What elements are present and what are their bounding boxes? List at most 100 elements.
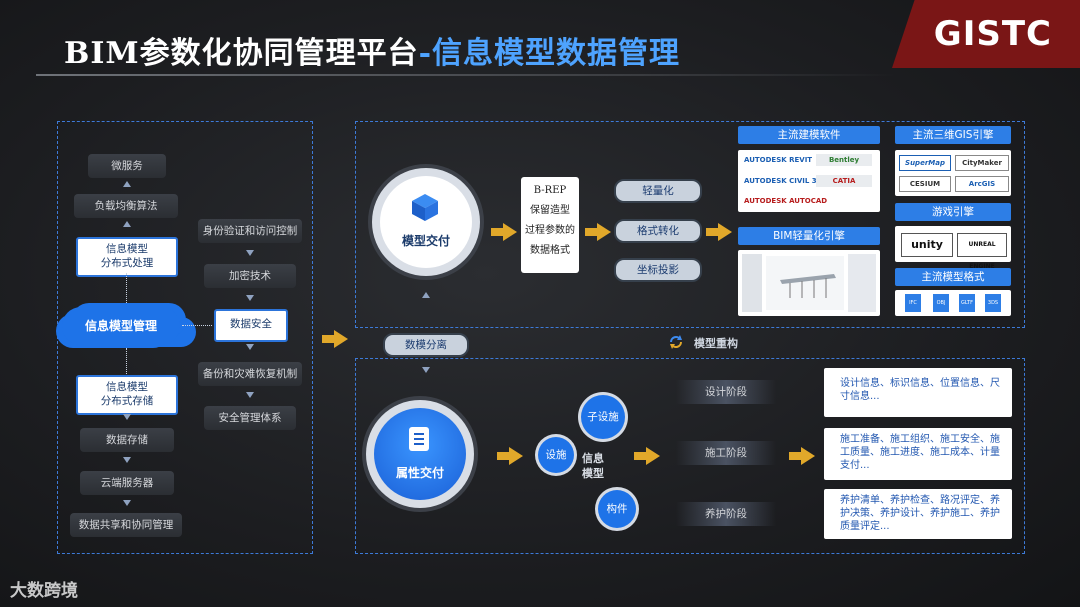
model-formats-card: IFC OBJ GLTF 3DS [895, 290, 1011, 316]
game-engine-header: 游戏引擎 [895, 203, 1011, 221]
bridge-model-icon [780, 274, 836, 298]
arrow-down-icon [422, 367, 430, 373]
cube-icon [412, 194, 438, 221]
connector-line [126, 273, 127, 305]
flow-arrow-icon [334, 330, 348, 348]
model-rebuild-label: 模型重构 [694, 337, 738, 350]
flow-arrow-icon [718, 223, 732, 241]
arrow-up-icon [123, 181, 131, 187]
modeling-software-card: AUTODESK REVIT Bentley AUTODESK CIVIL 3D… [738, 150, 880, 212]
encrypt-pill: 加密技术 [204, 264, 296, 288]
arrow-down-icon [123, 500, 131, 506]
file-icon: GLTF [959, 294, 975, 312]
software-logo: Bentley [816, 154, 872, 166]
attribute-delivery-circle: 属性交付 [366, 400, 474, 508]
bim-engine-header: BIM轻量化引擎 [738, 227, 880, 245]
op-format-convert: 格式转化 [614, 219, 702, 243]
brep-line: 过程参数的 [525, 225, 575, 236]
arrow-up-icon [123, 221, 131, 227]
stage-maintenance: 养护阶段 [676, 502, 776, 526]
title-main: BIM参数化协同管理平台 [64, 36, 419, 71]
brep-line: 数据格式 [530, 245, 570, 256]
modeling-software-header: 主流建模软件 [738, 126, 880, 144]
game-engine-card: unity UNREAL ENGINE [895, 226, 1011, 270]
facility-node: 设施 [538, 437, 574, 473]
document-list-icon [409, 427, 429, 451]
flow-arrow-icon [509, 447, 523, 465]
model-delivery-circle: 模型交付 [372, 168, 480, 276]
component-node: 构件 [598, 490, 636, 528]
gis-logo: CESIUM [899, 176, 951, 192]
flow-arrow-icon [503, 223, 517, 241]
gis-logo: ArcGIS [955, 176, 1009, 192]
data-store-pill: 数据存储 [80, 428, 174, 452]
arrow-down-icon [123, 457, 131, 463]
arrow-down-icon [246, 392, 254, 398]
arrow-down-icon [246, 344, 254, 350]
sub-facility-node: 子设施 [581, 395, 625, 439]
arrow-up-icon [422, 292, 430, 298]
brep-line: 保留造型 [530, 205, 570, 216]
op-coord-projection: 坐标投影 [614, 258, 702, 282]
connector-line [126, 348, 127, 374]
construction-stage-desc: 施工准备、施工组织、施工安全、施工质量、施工进度、施工成本、计量支付... [824, 428, 1012, 480]
connector-line [182, 325, 212, 326]
page-title: BIM参数化协同管理平台-信息模型数据管理 [64, 28, 680, 72]
dist-store-box: 信息模型 分布式存储 [76, 375, 178, 415]
security-system-pill: 安全管理体系 [204, 406, 296, 430]
software-logo: AUTODESK AUTOCAD [744, 197, 828, 205]
file-icon: IFC [905, 294, 921, 312]
arrow-down-icon [246, 295, 254, 301]
bim-engine-screenshot [738, 250, 880, 316]
data-security-box: 数据安全 [214, 309, 288, 342]
flow-arrow-bar [706, 228, 720, 236]
microservice-pill: 微服务 [88, 154, 166, 178]
flow-arrow-bar [491, 228, 505, 236]
logo: GISTC [933, 14, 1052, 54]
file-icon: OBJ [933, 294, 949, 312]
gis-logo: CityMaker [955, 155, 1009, 171]
title-divider [36, 74, 896, 76]
file-icon: 3DS [985, 294, 1001, 312]
watermark: 大数跨境 [10, 581, 78, 601]
flow-arrow-bar [585, 228, 599, 236]
arrow-down-icon [246, 250, 254, 256]
unity-logo: unity [901, 233, 953, 257]
data-share-pill: 数据共享和协同管理 [70, 513, 182, 537]
attribute-delivery-label: 属性交付 [395, 466, 444, 480]
gis-engine-card: SuperMap CityMaker CESIUM ArcGIS [895, 150, 1011, 196]
flow-arrow-bar [789, 452, 803, 460]
info-model-mgmt-cloud: 信息模型管理 [62, 307, 180, 345]
gis-logo: SuperMap [899, 155, 951, 171]
auth-pill: 身份验证和访问控制 [198, 219, 302, 243]
backup-pill: 备份和灾难恢复机制 [198, 362, 302, 386]
attribute-delivery-panel [355, 358, 1025, 554]
load-balance-pill: 负载均衡算法 [74, 194, 178, 218]
software-logo: AUTODESK CIVIL 3D [744, 177, 823, 185]
design-stage-desc: 设计信息、标识信息、位置信息、尺寸信息... [824, 368, 1012, 417]
flow-arrow-icon [801, 447, 815, 465]
flow-arrow-bar [634, 452, 648, 460]
brep-card: B-REP 保留造型 过程参数的 数据格式 [521, 177, 579, 273]
arrow-down-icon [123, 414, 131, 420]
software-logo: CATIA [816, 175, 872, 187]
stage-design: 设计阶段 [676, 380, 776, 404]
dist-process-box: 信息模型 分布式处理 [76, 237, 178, 277]
flow-arrow-icon [646, 447, 660, 465]
model-delivery-panel [355, 121, 1025, 328]
left-panel [57, 121, 313, 554]
gis-engine-header: 主流三维GIS引擎 [895, 126, 1011, 144]
title-sub: -信息模型数据管理 [418, 36, 681, 71]
flow-arrow-bar [322, 335, 336, 343]
model-delivery-label: 模型交付 [401, 234, 450, 248]
logo-background [892, 0, 1080, 68]
refresh-icon [670, 335, 682, 349]
stage-construction: 施工阶段 [676, 441, 776, 465]
op-lightweight: 轻量化 [614, 179, 702, 203]
brep-line: B-REP [533, 185, 567, 196]
software-logo: AUTODESK REVIT [744, 156, 813, 164]
maintenance-stage-desc: 养护清单、养护检查、路况评定、养护决策、养护设计、养护施工、养护质量评定... [824, 489, 1012, 539]
data-model-separation: 数模分离 [383, 333, 469, 357]
flow-arrow-icon [597, 223, 611, 241]
cloud-server-pill: 云端服务器 [80, 471, 174, 495]
